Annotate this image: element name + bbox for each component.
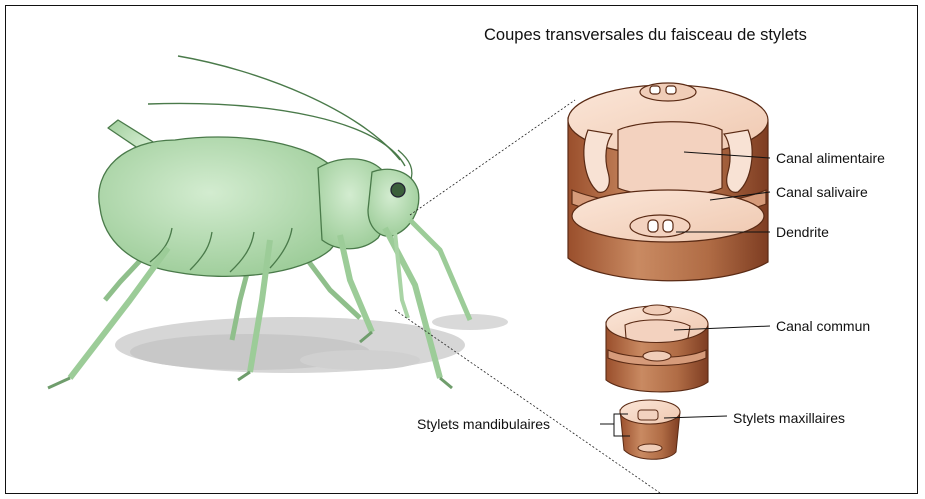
label-stylets-mandibulaires: Stylets mandibulaires bbox=[417, 416, 550, 432]
label-canal-alimentaire: Canal alimentaire bbox=[776, 150, 885, 166]
label-stylets-maxillaires: Stylets maxillaires bbox=[733, 410, 845, 426]
aphid-shadow bbox=[115, 314, 508, 373]
section-small bbox=[620, 400, 680, 459]
section-large bbox=[568, 83, 768, 281]
label-dendrite: Dendrite bbox=[776, 224, 829, 240]
figure-title: Coupes transversales du faisceau de styl… bbox=[484, 26, 807, 45]
section-medium bbox=[606, 305, 708, 392]
label-canal-commun: Canal commun bbox=[776, 318, 870, 334]
label-canal-salivaire: Canal salivaire bbox=[776, 184, 868, 200]
